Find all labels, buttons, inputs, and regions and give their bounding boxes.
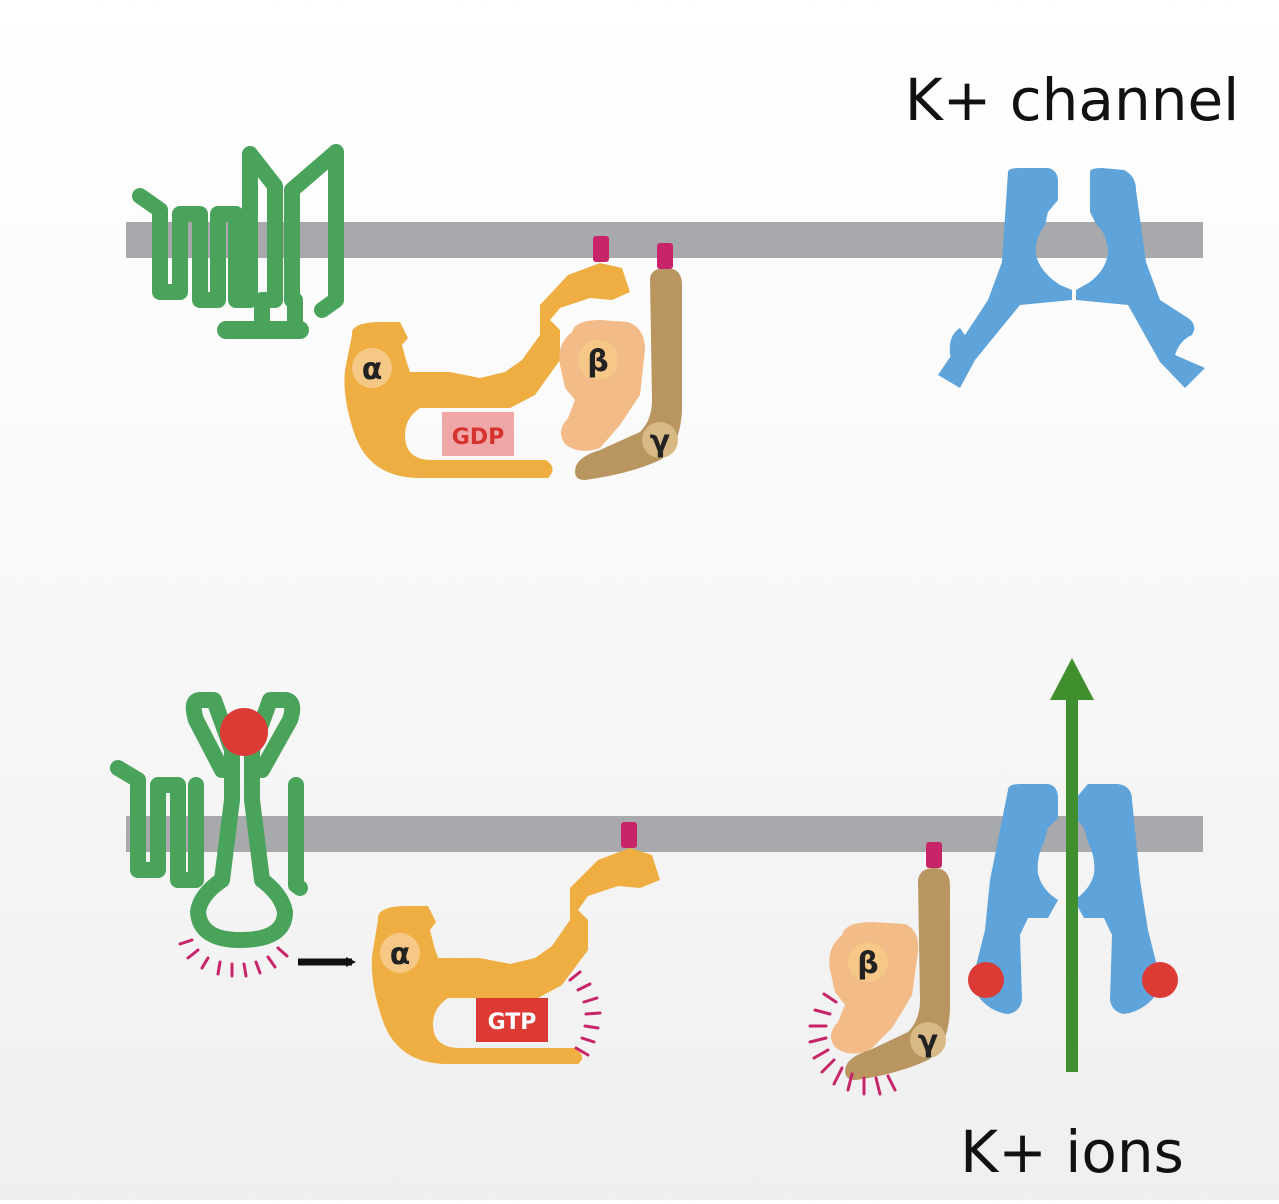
channel-ligand-right: [1142, 962, 1178, 998]
lipid-anchor-alpha: [621, 822, 637, 848]
g-beta-inactive: β: [559, 320, 645, 451]
alpha-badge: [352, 348, 392, 388]
beta-label-top: β: [587, 344, 608, 379]
beta-activation-marks: [808, 992, 897, 1096]
k-channel-label: K+ channel: [905, 66, 1240, 134]
alpha-badge-active: [380, 933, 420, 973]
panel-active: GTP α β γ: [110, 658, 1203, 1186]
receptor-activation-marks: [178, 938, 289, 978]
g-alpha-active: GTP α: [371, 848, 660, 1064]
lipid-anchor-gamma: [926, 842, 942, 868]
g-gamma-inactive: γ: [575, 268, 682, 480]
lipid-anchors-top: [593, 236, 673, 269]
beta-badge-active: [848, 942, 888, 982]
gamma-badge: [642, 422, 678, 458]
gdp-box: [442, 412, 514, 456]
channel-ligand-left: [968, 962, 1004, 998]
alpha-label-bottom: α: [390, 937, 411, 972]
ion-flow-arrow: [1050, 658, 1094, 1072]
alpha-activation-marks: [568, 970, 602, 1057]
g-beta-active: β: [829, 922, 919, 1054]
gamma-label-top: γ: [650, 424, 670, 459]
gamma-badge-active: [910, 1022, 946, 1058]
gtp-box: [476, 998, 548, 1042]
k-ions-label: K+ ions: [960, 1118, 1184, 1186]
k-channel-closed: [938, 168, 1205, 388]
gamma-label-bottom: γ: [918, 1024, 938, 1059]
g-gamma-active: γ: [845, 868, 950, 1080]
receptor-inactive: [132, 144, 344, 339]
k-channel-open: [975, 784, 1158, 1014]
g-alpha-inactive: GDP α: [344, 263, 630, 478]
gdp-label: GDP: [452, 425, 504, 450]
beta-badge: [578, 340, 618, 380]
gtp-label: GTP: [488, 1010, 537, 1035]
panel-inactive: GDP α β γ K+ channel: [126, 66, 1239, 480]
ligand: [220, 708, 268, 756]
alpha-label-top: α: [362, 352, 383, 387]
beta-label-bottom: β: [857, 946, 878, 981]
